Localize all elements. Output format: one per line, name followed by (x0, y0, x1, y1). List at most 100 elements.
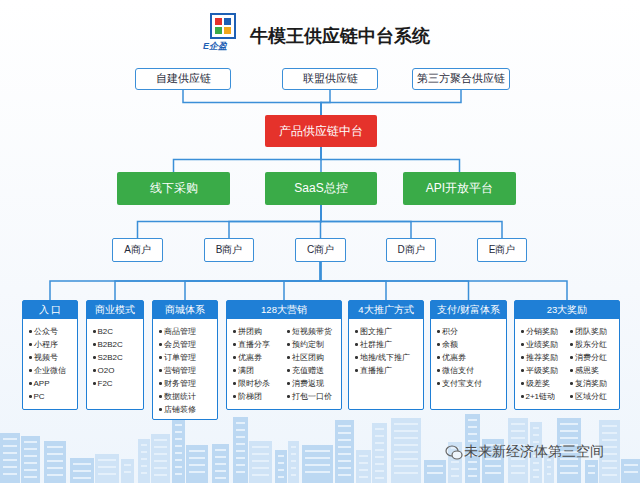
item-text: 店铺装修 (164, 404, 196, 415)
list-item: 公众号 (29, 326, 73, 337)
window-row (305, 464, 330, 466)
item-text: 地推/线下推广 (360, 352, 410, 363)
tree-connector (183, 90, 321, 115)
window-row (98, 473, 116, 475)
bullet-dot (159, 356, 162, 359)
window-row (141, 451, 147, 453)
window-row (394, 430, 418, 432)
feature-panel: 支付/财富体系积分余额优惠券微信支付支付宝支付 (430, 300, 507, 410)
item-text: 积分 (442, 326, 458, 337)
box-label: C商户 (307, 243, 334, 257)
list-item: 积分 (437, 326, 502, 337)
window-row (278, 469, 284, 471)
window-row (141, 444, 147, 446)
panel-heading: 支付/财富体系 (431, 301, 506, 319)
item-text: O2O (98, 365, 115, 376)
list-item: 感恩奖 (570, 365, 615, 376)
bullet-dot (29, 382, 32, 385)
item-text: 微信支付 (442, 365, 474, 376)
bullet-dot (159, 330, 162, 333)
window-row (47, 453, 63, 455)
window-row (533, 462, 539, 464)
list-item: 充值赠送 (287, 365, 337, 376)
window-row (560, 430, 578, 432)
window-row (154, 467, 167, 469)
window-row (547, 473, 551, 475)
window-row (3, 466, 17, 468)
list-item: 微信支付 (437, 365, 502, 376)
bullet-dot (159, 382, 162, 385)
bullet-dot (437, 369, 440, 372)
feature-panel: 4大推广方式图文推广社群推广地推/线下推广直播推广 (348, 300, 424, 410)
window-row (3, 459, 17, 461)
item-text: F2C (98, 378, 113, 389)
item-text: 消费返现 (292, 378, 324, 389)
building (138, 439, 150, 483)
list-item: 财务管理 (159, 378, 213, 389)
bullet-dot (570, 330, 573, 333)
window-row (451, 461, 459, 463)
bullet-dot (521, 330, 524, 333)
tree-connector (321, 147, 460, 172)
list-item: 地推/线下推广 (355, 352, 419, 363)
bullet-dot (233, 343, 236, 346)
list-item: 小程序 (29, 339, 73, 350)
window-row (236, 457, 245, 459)
window-row (175, 424, 182, 426)
window-row (3, 438, 17, 440)
list-item: 满团 (233, 365, 283, 376)
item-text: 直播分享 (238, 339, 270, 350)
building (391, 418, 421, 483)
building (95, 454, 119, 483)
tree-connector (321, 90, 461, 115)
merchant-box: D商户 (386, 238, 436, 262)
bullet-dot (570, 395, 573, 398)
window-row (24, 462, 37, 464)
window-row (468, 419, 477, 421)
window-row (602, 460, 617, 462)
item-text: 复消奖励 (575, 378, 607, 389)
window-row (359, 455, 368, 457)
bullet-dot (159, 408, 162, 411)
window-row (533, 434, 539, 436)
bullet-dot (29, 330, 32, 333)
tree-connector (321, 262, 568, 300)
window-row (511, 437, 525, 439)
window-row (47, 467, 63, 469)
window-row (602, 439, 617, 441)
window-row (154, 460, 167, 462)
window-row (468, 440, 477, 442)
window-row (98, 466, 116, 468)
list-item: 店铺装修 (159, 404, 213, 415)
box-label: A商户 (124, 243, 151, 257)
hub-box: 产品供应链中台 (265, 115, 377, 147)
window-row (375, 477, 384, 479)
window-row (602, 467, 617, 469)
source-box: 第三方聚合供应链 (412, 68, 510, 90)
list-item: 订单管理 (159, 352, 213, 363)
feature-panel: 23大奖励分销奖励团队奖励业绩奖励股东分红推荐奖励消费分红平级奖励感恩奖级差奖复… (514, 300, 620, 410)
window-row (624, 464, 638, 466)
tree-connector (115, 262, 321, 300)
window-row (47, 460, 63, 462)
item-text: 感恩奖 (575, 365, 599, 376)
window-row (175, 431, 182, 433)
item-text: 企业微信 (34, 365, 66, 376)
panel-body: 图文推广社群推广地推/线下推广直播推广 (349, 319, 423, 380)
window-row (560, 472, 578, 474)
window-row (236, 422, 245, 424)
item-text: 消费分红 (575, 352, 607, 363)
window-row (394, 465, 418, 467)
window-row (511, 430, 525, 432)
bullet-dot (159, 369, 162, 372)
window-row (468, 461, 477, 463)
window-row (427, 472, 443, 474)
item-text: 业绩奖励 (526, 339, 558, 350)
window-row (588, 465, 595, 467)
list-item: 直播推广 (355, 365, 419, 376)
building (621, 459, 640, 483)
box-label: E商户 (489, 243, 516, 257)
merchant-box: A商户 (112, 238, 163, 262)
item-text: 社区团购 (292, 352, 324, 363)
building (212, 444, 229, 483)
